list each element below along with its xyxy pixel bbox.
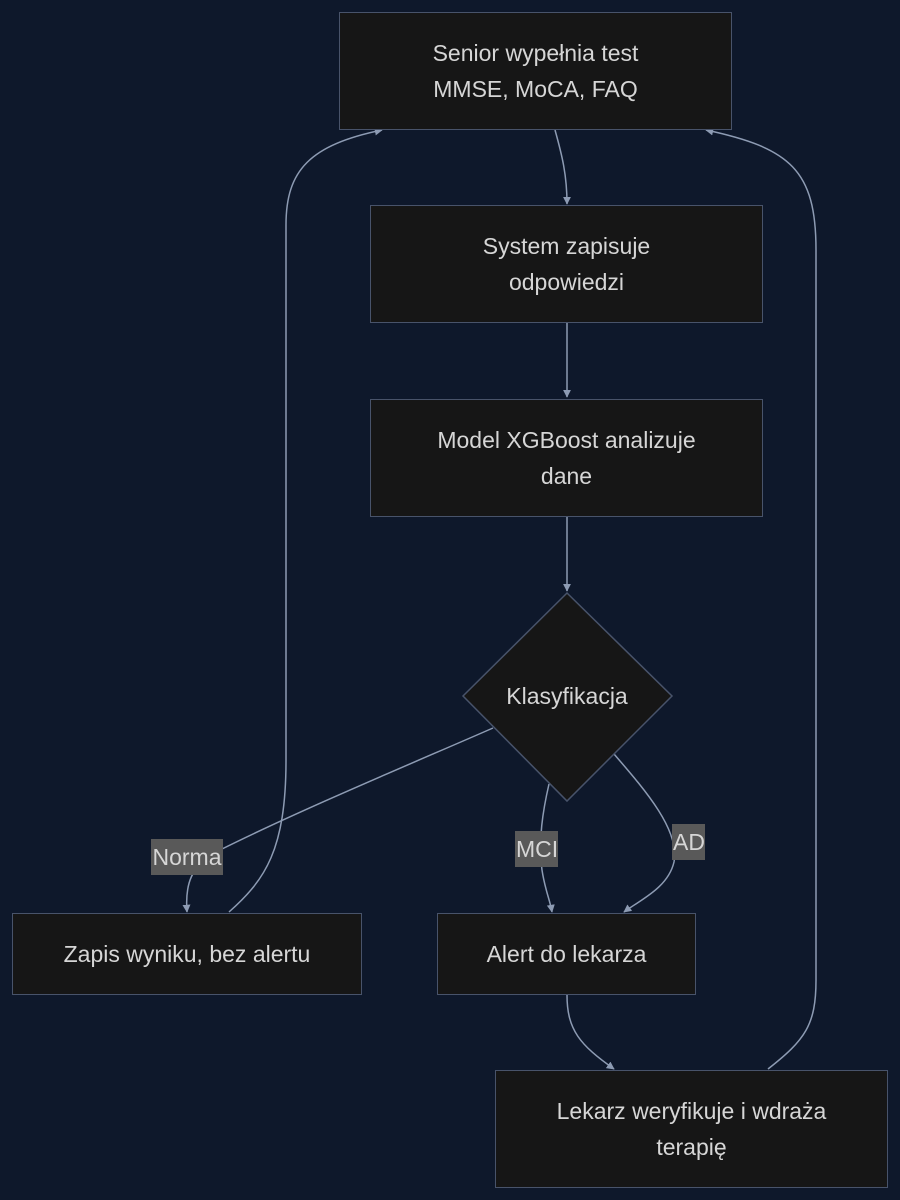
node-system-saves-line1: System zapisuje — [482, 233, 651, 259]
node-doctor-alert: Alert do lekarza — [437, 913, 696, 995]
node-record-result: Zapis wyniku, bez alertu — [12, 913, 362, 995]
edge-label-mci: MCI — [515, 831, 558, 867]
node-doctor-verifies: Lekarz weryfikuje i wdraża terapię — [495, 1070, 888, 1188]
node-model-analyzes: Model XGBoost analizuje dane — [370, 399, 763, 517]
node-doctor-verifies-line1: Lekarz weryfikuje i wdraża — [556, 1098, 827, 1124]
node-system-saves: System zapisuje odpowiedzi — [370, 205, 763, 323]
node-senior-test: Senior wypełnia test MMSE, MoCA, FAQ — [339, 12, 732, 130]
edge-label-ad: AD — [672, 824, 705, 860]
node-doctor-alert-label: Alert do lekarza — [486, 941, 647, 967]
node-record-result-label: Zapis wyniku, bez alertu — [63, 941, 311, 967]
node-doctor-verifies-line2: terapię — [656, 1134, 727, 1160]
node-classification-label: Klasyfikacja — [506, 683, 628, 709]
edge-classification-to-alert-ad — [613, 753, 676, 913]
edge-test-to-system — [554, 129, 571, 205]
edge-alert-to-doctor — [566, 994, 615, 1070]
node-model-analyzes-line1: Model XGBoost analizuje — [437, 427, 696, 453]
node-model-analyzes-line2: dane — [540, 463, 593, 489]
node-senior-test-line1: Senior wypełnia test — [432, 40, 639, 66]
edge-label-norma: Norma — [151, 839, 223, 875]
edge-record-to-test — [228, 127, 383, 913]
classification-diamond — [461, 591, 674, 803]
edge-classification-to-alert-mci — [539, 783, 555, 913]
edge-doctor-to-test — [705, 127, 817, 1070]
node-system-saves-line2: odpowiedzi — [508, 269, 625, 295]
node-senior-test-line2: MMSE, MoCA, FAQ — [433, 76, 638, 102]
edge-classification-to-record — [182, 727, 494, 913]
